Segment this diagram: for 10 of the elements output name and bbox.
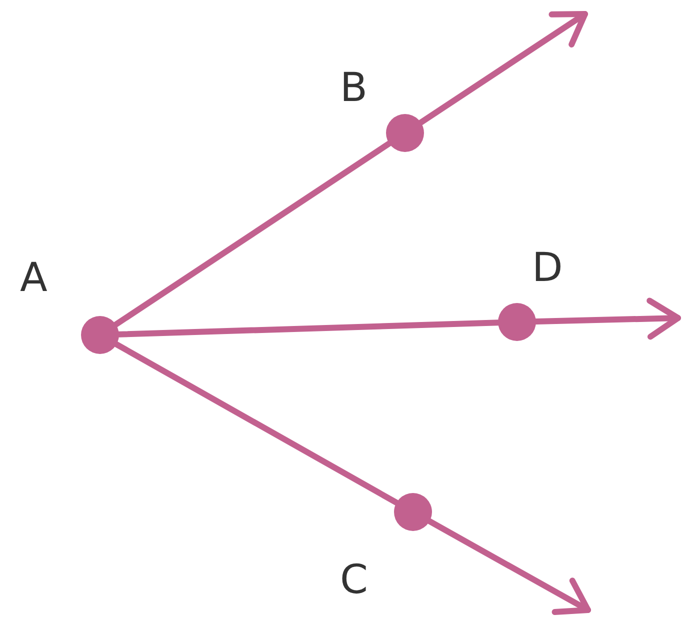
point-label: C: [340, 560, 368, 600]
ray-arrow: [418, 11, 588, 126]
point-dot: [81, 316, 119, 354]
point-label: A: [20, 258, 48, 298]
line-segment: [112, 140, 392, 328]
ray-arrow: [426, 518, 591, 616]
point-dot: [394, 493, 432, 531]
point-label: D: [532, 248, 563, 288]
point-label: B: [340, 68, 368, 108]
point-dot: [386, 114, 424, 152]
